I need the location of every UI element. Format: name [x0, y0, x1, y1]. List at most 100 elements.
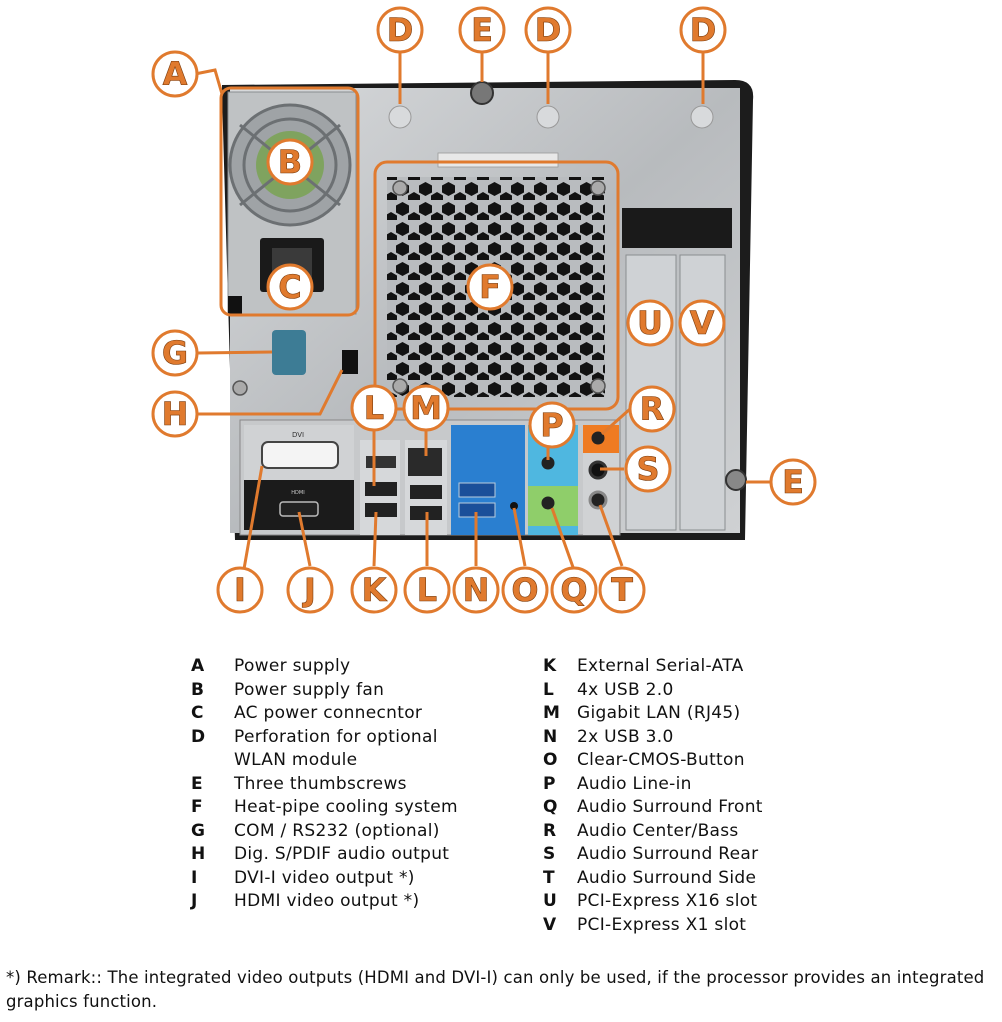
callout-circle [626, 299, 674, 347]
callout-letter: N [463, 571, 490, 609]
legend-row: M Gigabit LAN (RJ45) [543, 702, 763, 726]
callout-d3: D [679, 6, 727, 54]
legend-key: N [543, 726, 558, 747]
callout-letter: K [362, 571, 388, 609]
callout-letter: E [471, 11, 493, 49]
callout-o: O [501, 566, 549, 614]
legend-row: N 2x USB 3.0 [543, 726, 763, 750]
callout-circle [286, 566, 334, 614]
clear-cmos-button-icon [510, 502, 518, 510]
callout-letter: S [636, 450, 659, 488]
callout-letter: L [417, 571, 437, 609]
callout-letter: C [278, 268, 301, 306]
callout-letter: H [162, 395, 189, 433]
legend-description: Audio Line-in [577, 773, 692, 794]
legend-row: B Power supply fan [191, 679, 458, 703]
callout-d2: D [524, 6, 572, 54]
callout-circle [598, 566, 646, 614]
usb2-port-icon [410, 485, 442, 499]
callout-letter: I [234, 571, 246, 609]
legend-key: M [543, 703, 561, 723]
legend-description: Power supply [234, 656, 351, 676]
legend-description: DVI-I video output *) [234, 867, 415, 888]
callout-letter: L [364, 389, 384, 427]
callout-circle [679, 6, 727, 54]
legend-key: J [191, 891, 198, 911]
dvi-panel-label: DVI [292, 431, 304, 439]
callout-e2: E [769, 458, 817, 506]
callout-circle [628, 385, 676, 433]
legend-key: T [543, 867, 555, 888]
screw-icon [392, 180, 408, 196]
legend-description: PCI-Express X16 slot [577, 891, 758, 911]
callout-circle [678, 299, 726, 347]
legend-row: S Audio Surround Rear [543, 843, 763, 867]
callout-l1: L [350, 384, 398, 432]
callout-letter: D [535, 11, 562, 49]
legend-key: C [191, 703, 204, 723]
legend-key: P [543, 773, 556, 794]
callout-letter: R [640, 390, 665, 428]
screw-icon [590, 378, 606, 394]
legend-key [191, 749, 234, 773]
screw-icon [392, 378, 408, 394]
callout-circle [266, 138, 314, 186]
legend-description: Heat-pipe cooling system [234, 797, 458, 817]
callout-j: J [286, 566, 334, 614]
highlight-outlines [219, 86, 620, 411]
callout-letter: J [302, 571, 316, 609]
callout-r: R [628, 385, 676, 433]
screw-icon [232, 380, 248, 396]
pci-x1-slot-cover [679, 254, 726, 531]
usb3-port-icon [458, 482, 496, 498]
callout-letter: E [782, 463, 804, 501]
legend-key: I [191, 867, 198, 888]
legend-description: AC power connecntor [234, 703, 423, 723]
callout-circle [452, 566, 500, 614]
callout-d1: D [376, 6, 424, 54]
legend-description: Perforation for optional [234, 726, 438, 747]
legend-key: G [191, 820, 206, 841]
callout-b: B [266, 138, 314, 186]
callout-p: P [528, 401, 576, 449]
callout-circle [769, 458, 817, 506]
legend-description: 2x USB 3.0 [577, 726, 674, 747]
callout-letter: U [637, 304, 663, 342]
usb2-port-icon [365, 482, 397, 496]
spdif-port-icon [342, 350, 358, 374]
callout-circle [266, 263, 314, 311]
wlan-perforation-icon [690, 105, 714, 129]
screw-icon [590, 180, 606, 196]
legend-description: Power supply fan [234, 679, 385, 700]
legend-key: S [543, 844, 556, 864]
legend-description: 4x USB 2.0 [577, 679, 674, 700]
legend-row: C AC power connecntor [191, 702, 458, 726]
callout-k: K [350, 566, 398, 614]
callout-circle [402, 384, 450, 432]
legend-description: Gigabit LAN (RJ45) [577, 703, 741, 723]
callout-circle [466, 263, 514, 311]
callout-h: H [151, 390, 199, 438]
wlan-perforation-icon [388, 105, 412, 129]
callout-circle [550, 566, 598, 614]
legend-row: WLAN module [191, 749, 458, 773]
dvi-port-icon [261, 441, 339, 469]
legend-key: H [191, 844, 206, 864]
legend-description: Audio Surround Rear [577, 844, 759, 864]
legend-key: B [191, 679, 205, 700]
hdmi-panel-label: HDMI [291, 490, 304, 496]
legend-description: WLAN module [234, 750, 358, 770]
legend-description: Audio Surround Front [577, 797, 763, 817]
callout-f: F [466, 263, 514, 311]
callout-n: N [452, 566, 500, 614]
legend-description: HDMI video output *) [234, 891, 420, 911]
